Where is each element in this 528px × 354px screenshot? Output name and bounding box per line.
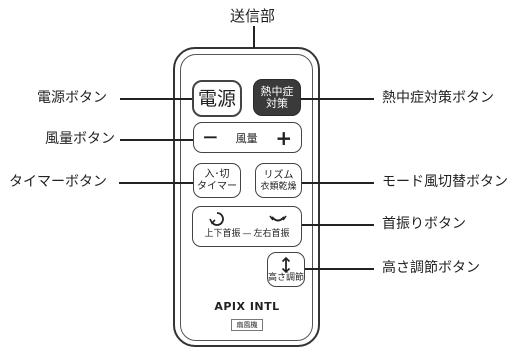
fan-minus-icon: ー	[202, 129, 218, 147]
timer-button-line1: 入･切	[204, 168, 230, 180]
mode-leader-line	[302, 182, 374, 184]
fan-speed-label: 風量	[235, 131, 258, 145]
fan-speed-leader-line	[120, 139, 193, 141]
power-button-label: 電源ボタン	[37, 90, 107, 106]
swing-separator: —	[242, 229, 252, 239]
leftright-swing-icon	[269, 215, 287, 222]
swing-icons-row	[193, 207, 301, 229]
updown-swing-icon	[209, 212, 224, 226]
updown-arrow-icon	[281, 256, 291, 273]
power-button-text: 電源	[197, 87, 236, 110]
swing-labels-row: 上下首振 — 左右首振	[204, 229, 289, 239]
timer-leader-line	[119, 182, 193, 184]
swing-leader-line	[302, 224, 374, 226]
mode-button-line2: 衣類乾燥	[260, 181, 297, 192]
fan-speed-button[interactable]: ー 風量 +	[193, 122, 302, 153]
product-label: 扇風機	[236, 321, 258, 329]
fan-speed-button-label: 風量ボタン	[45, 131, 115, 147]
height-leader-line	[305, 268, 374, 270]
product-badge: 扇風機	[231, 319, 263, 331]
swing-leftright-label: 左右首振	[253, 229, 290, 239]
swing-button-label: 首振りボタン	[382, 216, 466, 232]
power-leader-line	[120, 98, 192, 100]
heatstroke-leader-line	[301, 98, 374, 100]
power-button[interactable]: 電源	[192, 80, 242, 117]
mode-button-line1: リズム	[263, 169, 294, 181]
height-button[interactable]: 高さ調節	[267, 252, 305, 287]
height-button-label: 高さ調節	[268, 272, 305, 283]
fan-plus-icon: +	[275, 125, 293, 150]
mode-button-label: モード風切替ボタン	[382, 174, 508, 190]
timer-button-line2: タイマー	[197, 180, 237, 192]
transmitter-leader-line	[253, 26, 255, 48]
timer-button-label: タイマーボタン	[9, 174, 107, 190]
timer-button[interactable]: 入･切 タイマー	[193, 163, 241, 198]
heatstroke-button-label: 熱中症対策ボタン	[382, 90, 494, 106]
brand-logo: APIX INTL	[214, 300, 280, 313]
height-button-label: 高さ調節ボタン	[382, 260, 480, 276]
heatstroke-button-line1: 熱中症	[260, 84, 294, 98]
swing-button-group[interactable]: 上下首振 — 左右首振	[192, 206, 302, 247]
mode-button[interactable]: リズム 衣類乾燥	[255, 163, 302, 198]
heatstroke-button[interactable]: 熱中症 対策	[253, 79, 301, 116]
transmitter-label: 送信部	[230, 7, 276, 25]
heatstroke-button-line2: 対策	[266, 96, 288, 110]
swing-updown-label: 上下首振	[204, 229, 241, 239]
